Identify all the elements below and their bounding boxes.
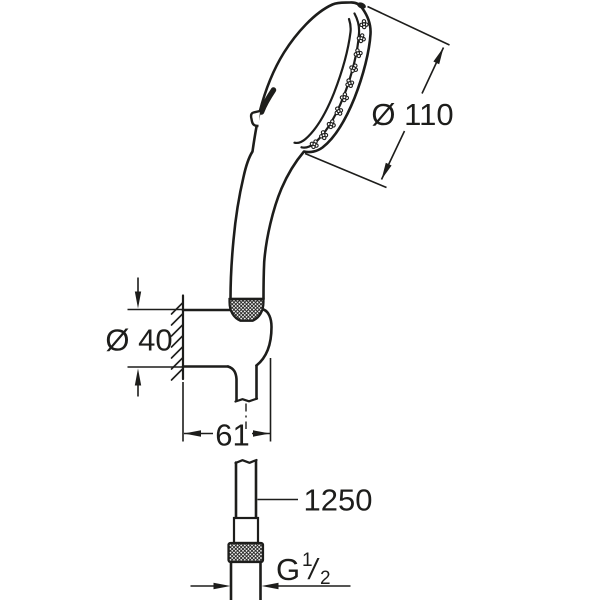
arrowhead [381,162,392,180]
thread-label: G 1 / 2 [276,550,331,589]
holder-depth-label: 61 [215,418,249,453]
thread-denominator: 2 [320,568,331,589]
dim-holder-diameter: Ø 40 [105,277,183,397]
arrowhead [134,368,142,386]
dim-hose-length: 1250 [257,483,373,518]
hose-break-line-bottom [234,458,258,465]
spray-button [249,87,277,128]
dim-thread: G 1 / 2 [190,550,351,590]
shower-hose [227,458,265,600]
hose-knurl-nut [227,541,265,564]
arrowhead [213,582,231,590]
arrowhead [261,582,279,590]
holder-diameter-label: Ø 40 [105,323,172,358]
wall-holder [170,294,273,429]
arrowhead [253,430,270,437]
hose-outlet-left [226,365,238,402]
handle-knurl-nut [228,297,265,322]
dim-holder-depth: 61 [182,358,272,453]
arrowhead [433,47,444,65]
holder-round-end [255,308,273,367]
shower-head-outline [229,1,372,301]
wall-hatching [170,301,184,381]
extension-line [367,5,450,46]
dim-head-diameter: Ø 110 [304,5,454,189]
hand-shower [228,1,372,322]
arrowhead [184,430,201,437]
hose-break-line-top [234,397,259,403]
hose-length-label: 1250 [304,483,373,518]
extension-line [304,152,387,189]
thread-numerator: 1 [302,550,313,571]
thread-g: G [276,552,300,587]
head-tip-mark [357,2,366,9]
head-diameter-label: Ø 110 [371,97,453,132]
arrowhead [134,291,142,309]
hose-ferrule [232,516,260,545]
